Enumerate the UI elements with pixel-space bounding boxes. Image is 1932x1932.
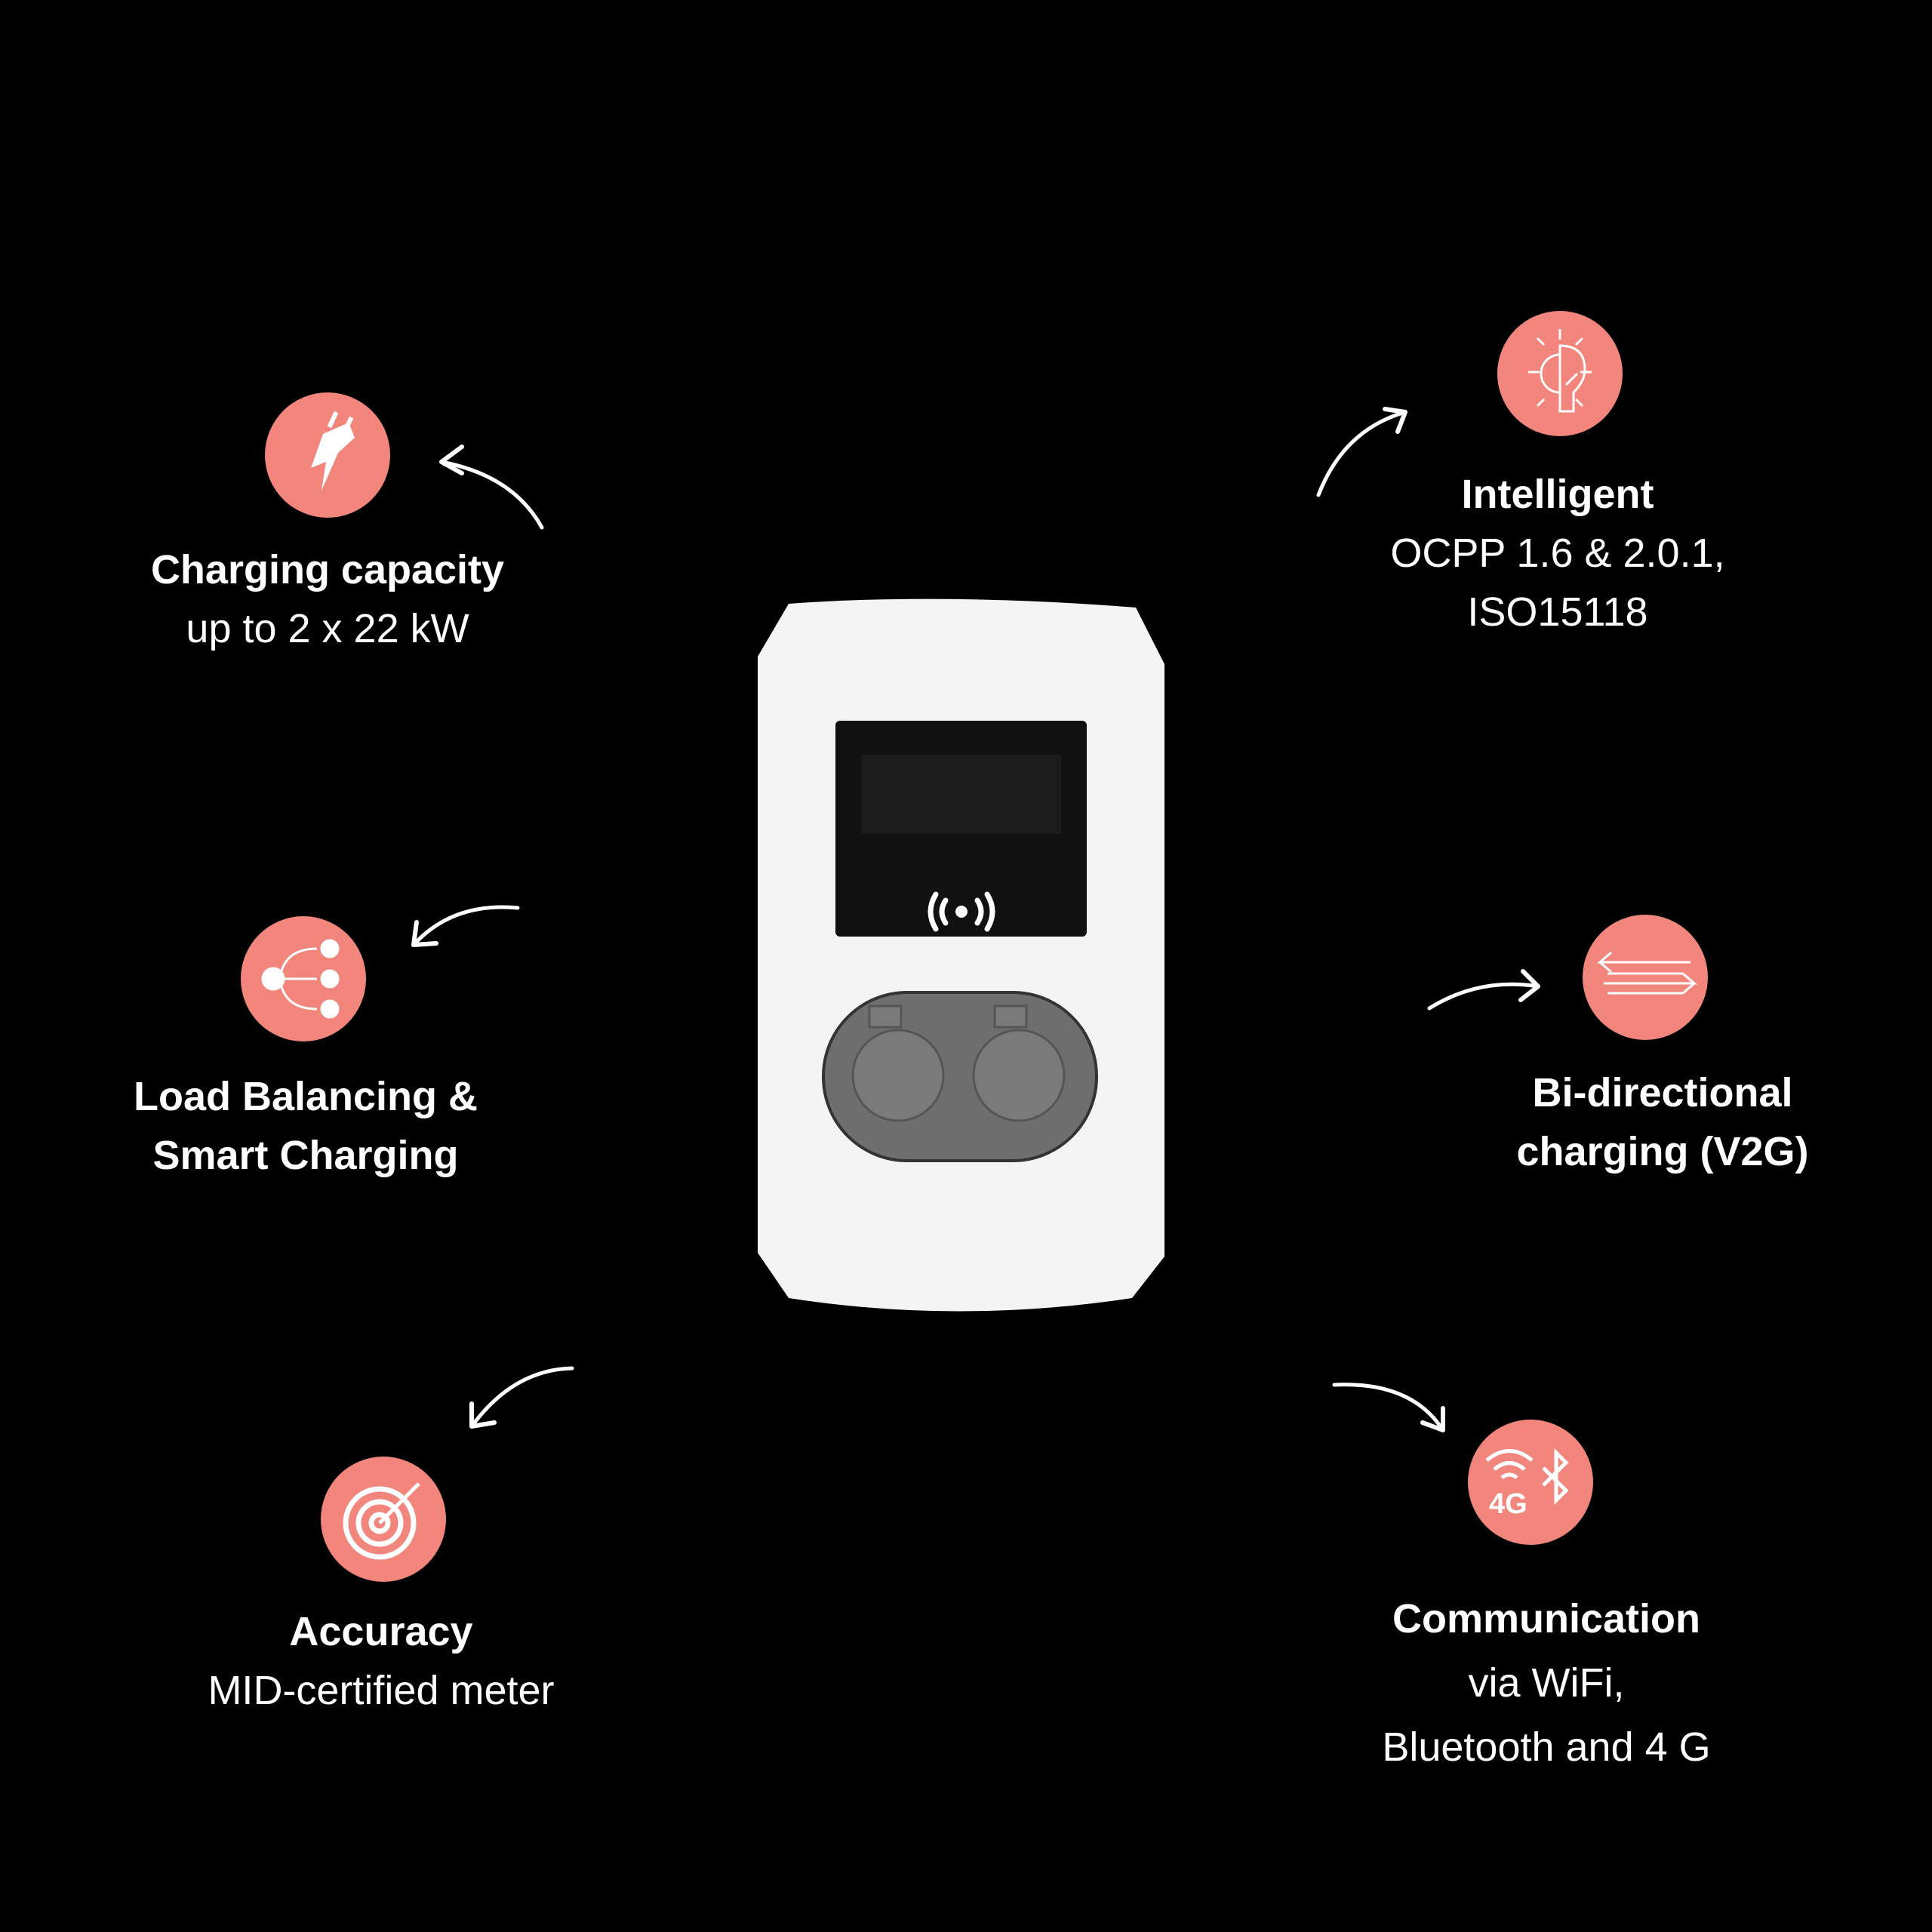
arrow-charging [439, 462, 544, 530]
feature-charging: Charging capacity up to 2 x 22 kW [151, 540, 504, 658]
lightbulb-gear-icon [1528, 329, 1592, 413]
feature-intelligent: Intelligent OCPP 1.6 & 2.0.1, ISO15118 [1390, 465, 1724, 641]
socket-cover-right [972, 1029, 1066, 1122]
feature-line: charging (V2G) [1516, 1129, 1809, 1174]
bidirectional-icon-circle [1583, 915, 1708, 1040]
communication-icon-circle [1468, 1420, 1593, 1545]
arrow-communication [1332, 1383, 1445, 1432]
feature-bidirectional: Bi-directional charging (V2G) [1516, 1063, 1808, 1181]
arrow-intelligent [1316, 412, 1407, 497]
feature-line: via WiFi, [1468, 1660, 1625, 1706]
ev-charger-device [758, 598, 1164, 1312]
feature-title: Communication [1392, 1596, 1701, 1641]
feature-title: Accuracy [289, 1609, 473, 1654]
feature-line: OCPP 1.6 & 2.0.1, [1390, 531, 1725, 576]
feature-load-balancing: Load Balancing & Smart Charging [134, 1067, 478, 1185]
plug-lightning-icon [311, 411, 355, 491]
feature-title: Bi-directional [1532, 1070, 1793, 1115]
target-icon [343, 1482, 420, 1560]
feature-title: Load Balancing & [133, 1074, 478, 1119]
feature-communication: Communication via WiFi, Bluetooth and 4 … [1382, 1587, 1710, 1780]
feature-accuracy: Accuracy MID-certified meter [208, 1602, 554, 1720]
feature-line: Smart Charging [152, 1133, 459, 1178]
feature-line: up to 2 x 22 kW [186, 606, 469, 651]
feature-line: Bluetooth and 4 G [1382, 1724, 1711, 1770]
bidirectional-arrows-icon [1596, 951, 1698, 995]
arrow-accuracy [469, 1366, 574, 1429]
4g-label: 4G [1489, 1488, 1527, 1520]
feature-title: Charging capacity [150, 547, 505, 592]
feature-line: ISO15118 [1467, 589, 1648, 635]
socket-cover-left [851, 1029, 945, 1122]
arrow-bidirectional [1427, 984, 1540, 1011]
arrow-load [411, 905, 520, 947]
feature-title: Intelligent [1461, 472, 1654, 517]
rfid-icon [928, 891, 995, 932]
wifi-bluetooth-4g-icon: 4G [1485, 1447, 1569, 1520]
feature-line: MID-certified meter [208, 1668, 555, 1713]
load-balancing-icon [261, 939, 340, 1019]
